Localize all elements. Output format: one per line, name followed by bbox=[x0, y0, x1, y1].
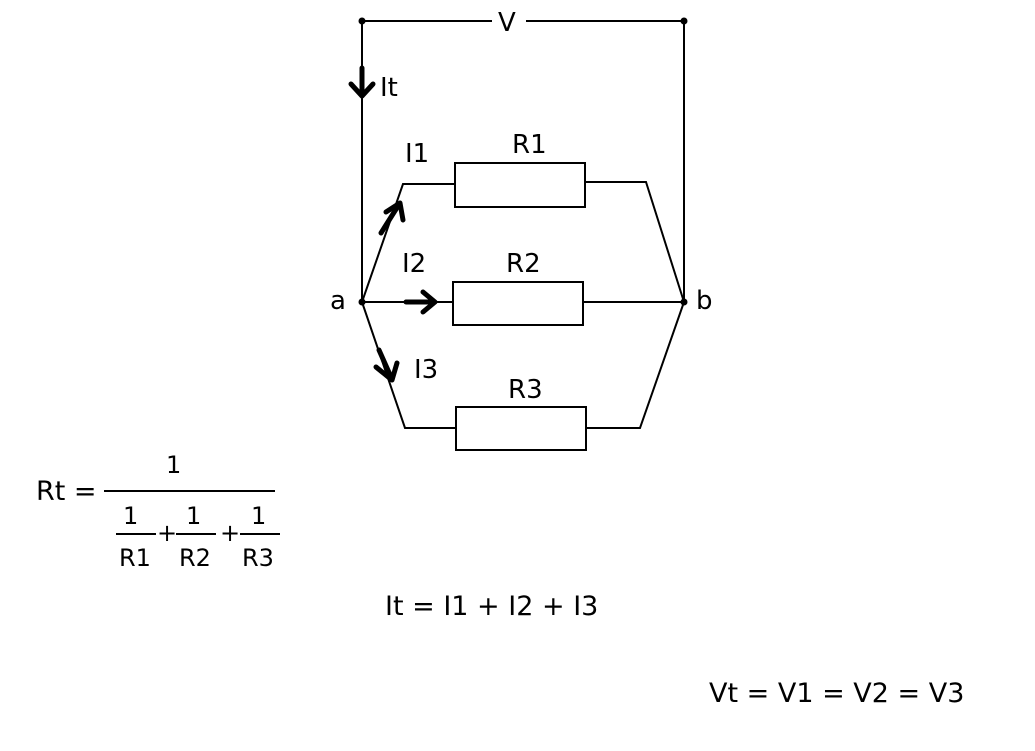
plus-sign-1: + bbox=[157, 519, 177, 547]
branch-1-left-wire bbox=[361, 183, 455, 303]
node-b-label: b bbox=[696, 286, 713, 316]
branch-1-right-wire bbox=[585, 181, 685, 303]
rt-numerator: 1 bbox=[166, 451, 181, 479]
voltage-label: V bbox=[498, 8, 516, 38]
term-1-denominator: R1 bbox=[119, 544, 151, 572]
resistor-r1-label: R1 bbox=[512, 130, 547, 160]
term-1-numerator: 1 bbox=[123, 502, 138, 530]
branch-2-current-arrow bbox=[403, 289, 438, 315]
term-3-denominator: R3 bbox=[242, 544, 274, 572]
branch-3-left-wire bbox=[361, 301, 456, 429]
term-2-denominator: R2 bbox=[179, 544, 211, 572]
plus-sign-2: + bbox=[220, 519, 240, 547]
rt-lhs: Rt = bbox=[36, 476, 97, 507]
branch-3-current-label: I3 bbox=[414, 355, 438, 385]
resistor-r3 bbox=[455, 406, 587, 451]
current-sum-equation: It = I1 + I2 + I3 bbox=[385, 591, 598, 622]
branch-3-right-wire bbox=[586, 301, 685, 429]
term-3-numerator: 1 bbox=[251, 502, 266, 530]
rt-formula: Rt = 1 1 R1 + 1 R2 + 1 R3 bbox=[36, 451, 280, 572]
branch-3-current-arrow bbox=[373, 347, 400, 383]
resistor-r3-label: R3 bbox=[508, 375, 543, 405]
branch-1-current-label: I1 bbox=[405, 139, 429, 169]
branch-2-current-label: I2 bbox=[402, 249, 426, 279]
node-a-label: a bbox=[330, 286, 346, 316]
resistor-r1 bbox=[454, 162, 586, 208]
branch-1-current-arrow bbox=[378, 200, 406, 236]
resistor-r2-label: R2 bbox=[506, 249, 541, 279]
term-2-numerator: 1 bbox=[186, 502, 201, 530]
voltage-equality-equation: Vt = V1 = V2 = V3 bbox=[709, 678, 964, 709]
resistor-r2 bbox=[452, 281, 584, 326]
total-current-arrow bbox=[348, 65, 376, 99]
total-current-label: It bbox=[380, 73, 398, 103]
